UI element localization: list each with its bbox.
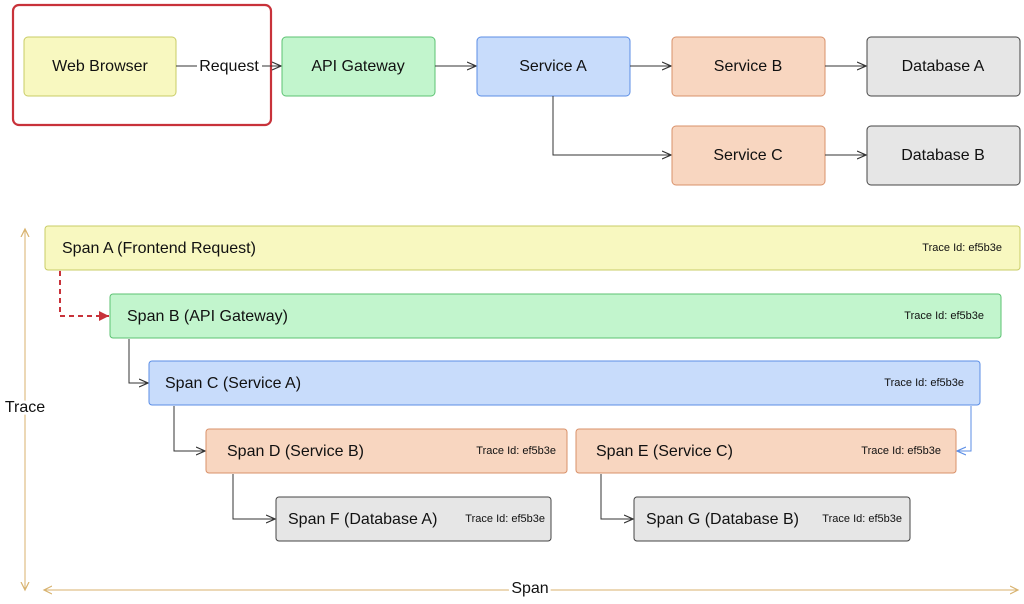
arrow-service-a-to-service-c (552, 96, 671, 155)
span-bar-a[interactable]: Span A (Frontend Request) Trace Id: ef5b… (44, 225, 1021, 271)
node-api-gateway[interactable]: API Gateway (281, 36, 436, 97)
span-e-label: Span E (Service C) (596, 443, 733, 460)
node-service-b[interactable]: Service B (671, 36, 826, 97)
browser-highlight-frame (11, 3, 273, 127)
span-bar-d[interactable]: Span D (Service B) Trace Id: ef5b3e (205, 428, 568, 474)
span-a-trace-id: Trace Id: ef5b3e (922, 242, 1002, 254)
request-label: Request (199, 58, 259, 75)
span-bar-c[interactable]: Span C (Service A) Trace Id: ef5b3e (148, 360, 981, 406)
node-api-gateway-label: API Gateway (311, 58, 404, 75)
span-c-label: Span C (Service A) (165, 375, 301, 392)
span-b-trace-id: Trace Id: ef5b3e (904, 310, 984, 322)
span-e-to-g-connector (600, 474, 633, 519)
node-database-b[interactable]: Database B (866, 125, 1021, 186)
node-service-a-label: Service A (519, 58, 587, 75)
architecture-diagram: Web Browser Request API Gateway Service … (11, 3, 1021, 186)
node-database-a-label: Database A (902, 58, 985, 75)
node-web-browser-label: Web Browser (52, 58, 148, 75)
span-f-trace-id: Trace Id: ef5b3e (465, 513, 545, 525)
span-d-trace-id: Trace Id: ef5b3e (476, 445, 556, 457)
span-c-to-d-connector (173, 406, 205, 451)
span-d-to-f-connector (232, 474, 275, 519)
span-f-label: Span F (Database A) (288, 511, 437, 528)
span-bar-g[interactable]: Span G (Database B) Trace Id: ef5b3e (633, 496, 911, 542)
trace-axis-label: Trace (5, 399, 45, 416)
node-web-browser[interactable]: Web Browser (23, 36, 177, 97)
span-bar-b[interactable]: Span B (API Gateway) Trace Id: ef5b3e (109, 293, 1002, 339)
node-service-c-label: Service C (713, 147, 782, 164)
node-database-a[interactable]: Database A (866, 36, 1021, 97)
span-c-to-e-connector (957, 406, 972, 451)
span-axis-label: Span (511, 580, 548, 597)
span-d-label: Span D (Service B) (227, 443, 364, 460)
span-c-trace-id: Trace Id: ef5b3e (884, 377, 964, 389)
span-bar-f[interactable]: Span F (Database A) Trace Id: ef5b3e (275, 496, 552, 542)
span-b-to-c-connector (128, 339, 148, 383)
node-service-c[interactable]: Service C (671, 125, 826, 186)
span-g-label: Span G (Database B) (646, 511, 799, 528)
node-database-b-label: Database B (901, 147, 985, 164)
span-a-label: Span A (Frontend Request) (62, 240, 256, 257)
node-service-a[interactable]: Service A (476, 36, 631, 97)
span-b-label: Span B (API Gateway) (127, 308, 288, 325)
span-e-trace-id: Trace Id: ef5b3e (861, 445, 941, 457)
span-g-trace-id: Trace Id: ef5b3e (822, 513, 902, 525)
span-a-to-b-connector (55, 261, 109, 321)
span-bar-e[interactable]: Span E (Service C) Trace Id: ef5b3e (575, 428, 957, 474)
node-service-b-label: Service B (714, 58, 782, 75)
span-waterfall: Trace Span Span A (Frontend Request) Tra… (2, 225, 1021, 600)
